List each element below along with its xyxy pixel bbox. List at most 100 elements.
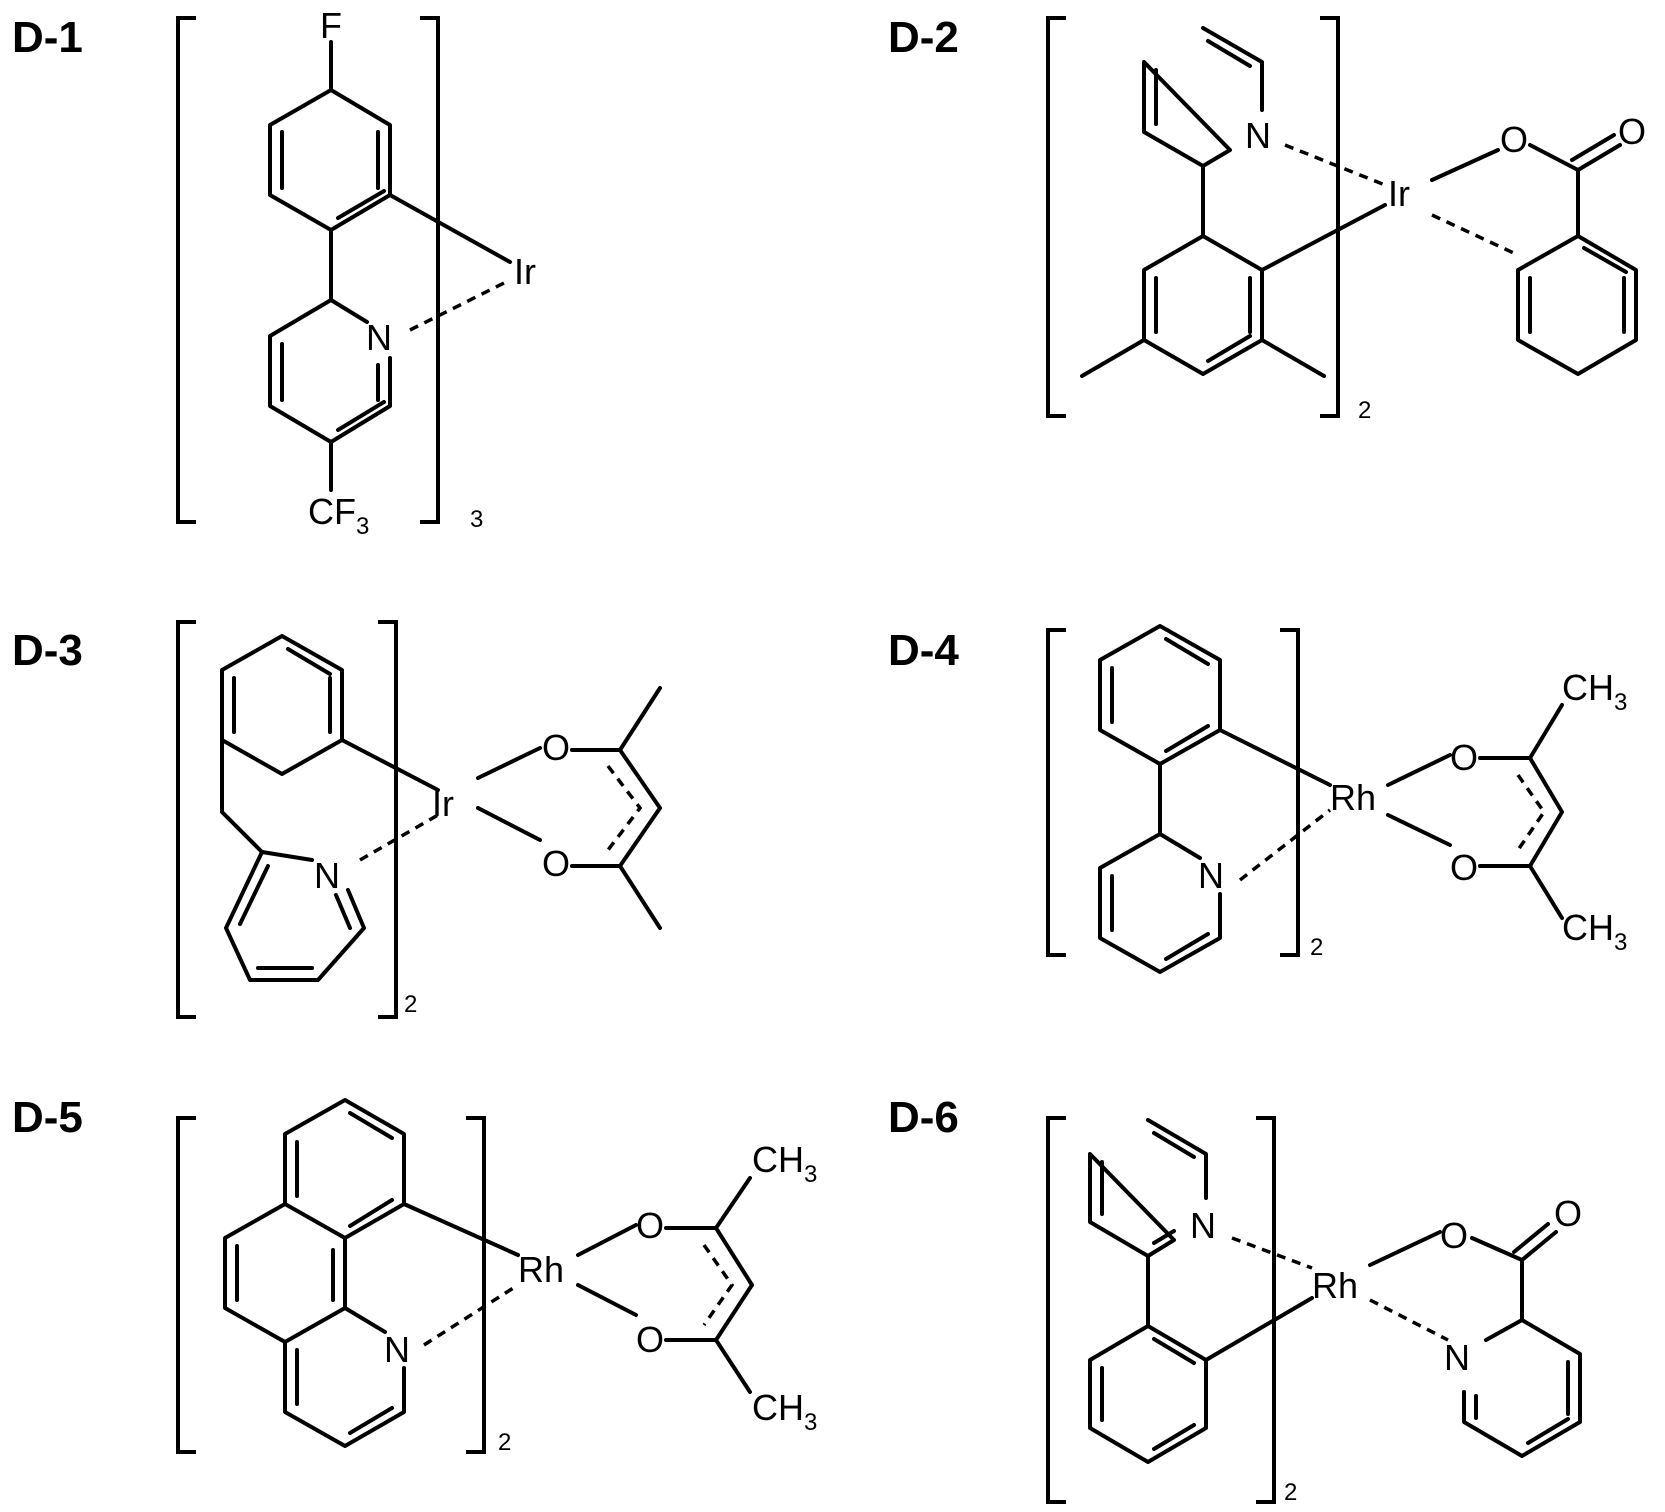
benzene-ring <box>1100 626 1220 764</box>
right-bracket <box>466 1118 484 1452</box>
carbonyl-double-bond <box>1572 135 1620 170</box>
rhodium-atom: Rh <box>518 1249 564 1290</box>
right-bracket <box>1256 1118 1274 1502</box>
benzene-ring <box>285 1100 404 1238</box>
rh-n-coordination <box>424 1285 518 1345</box>
benzene-ring <box>1090 1326 1206 1462</box>
methyl-bond <box>1530 705 1562 758</box>
benzene-ring <box>270 90 390 230</box>
rh-c-bond <box>404 1204 518 1255</box>
compound-d2: D-2 2 N Ir O O <box>888 13 1646 424</box>
ester-bond <box>1530 145 1578 170</box>
nitrogen-atom: N <box>366 317 392 358</box>
left-bracket <box>1048 630 1066 955</box>
left-bracket <box>1048 18 1066 416</box>
nitrogen-atom: N <box>1198 855 1224 896</box>
compound-label-d6: D-6 <box>888 1093 959 1142</box>
ir-n-coordination <box>410 280 510 330</box>
methyl-bond <box>620 866 660 928</box>
ir-n-coordination <box>1285 145 1385 185</box>
ir-n-coordination <box>360 815 438 860</box>
benzene-ring <box>222 636 342 774</box>
iridium-atom: Ir <box>1388 173 1410 214</box>
iridium-atom: Ir <box>432 783 454 824</box>
rh-c-bond <box>1220 730 1330 785</box>
oxygen-atom: O <box>636 1205 664 1246</box>
aromatic-double-bond <box>336 895 350 928</box>
ir-c-bond <box>1262 205 1385 270</box>
compound-label-d2: D-2 <box>888 13 959 62</box>
acac-delocalization <box>1518 775 1544 850</box>
compound-label-d3: D-3 <box>12 626 83 675</box>
methyl-group: CH3 <box>1562 667 1627 716</box>
rh-n-coordination <box>1240 810 1330 880</box>
acac-delocalization <box>704 1245 732 1325</box>
methyl-bond <box>620 688 660 750</box>
oxygen-atom: O <box>542 727 570 768</box>
methyl-bond <box>716 1340 750 1392</box>
nitrogen-atom: N <box>1245 115 1271 156</box>
pyridine-ring <box>1090 1120 1206 1256</box>
rhodium-atom: Rh <box>1330 777 1376 818</box>
ligand-count: 3 <box>470 506 483 533</box>
left-bracket <box>1048 1118 1066 1502</box>
right-bracket <box>378 622 396 1017</box>
ir-o-bond <box>478 808 540 840</box>
methyl-group: CH3 <box>1562 907 1627 956</box>
methyl-bond <box>1082 340 1144 376</box>
oxygen-atom: O <box>1450 737 1478 778</box>
iridium-atom: Ir <box>514 251 536 292</box>
ligand-count: 2 <box>498 1429 511 1456</box>
benzene-ring <box>1144 236 1262 374</box>
carbonyl-oxygen: O <box>1554 1193 1582 1234</box>
methyl-bond <box>1262 340 1324 376</box>
oxygen-atom: O <box>542 843 570 884</box>
right-bracket <box>1320 18 1338 416</box>
oxygen-atom: O <box>1440 1215 1468 1256</box>
fluorine-atom: F <box>320 5 342 46</box>
nitrogen-atom: N <box>1190 1205 1216 1246</box>
rhodium-atom: Rh <box>1312 1265 1358 1306</box>
oxygen-atom: O <box>1450 847 1478 888</box>
compound-label-d5: D-5 <box>12 1093 83 1142</box>
nitrogen-atom: N <box>314 855 340 896</box>
rh-o-bond <box>578 1285 636 1315</box>
acac-backbone <box>666 1228 752 1340</box>
methyl-group: CH3 <box>752 1139 817 1188</box>
ir-o-bond <box>478 748 540 778</box>
ligand-count: 2 <box>1310 934 1323 961</box>
nitrogen-atom: N <box>1444 1337 1470 1378</box>
methyl-bond <box>716 1178 750 1228</box>
central-ring <box>225 1204 345 1342</box>
compound-d1: D-1 3 F N CF3 Ir <box>12 5 536 540</box>
acac-backbone <box>572 750 660 866</box>
compound-label-d4: D-4 <box>888 626 959 675</box>
left-bracket <box>178 18 196 522</box>
ligand-count: 2 <box>1284 1479 1297 1506</box>
benzene-ring <box>1518 236 1636 374</box>
carbonyl-double-bond <box>1514 1224 1556 1260</box>
compound-d6: D-6 2 N Rh O O N <box>888 1093 1582 1506</box>
right-bracket <box>1280 630 1298 955</box>
ligand-count: 2 <box>1358 397 1371 424</box>
left-bracket <box>178 622 196 1017</box>
compound-label-d1: D-1 <box>12 13 83 62</box>
rh-o-bond <box>1388 755 1450 785</box>
methylene-bridge <box>222 740 262 852</box>
oxygen-atom: O <box>636 1319 664 1360</box>
ir-c-coordination <box>1432 215 1518 255</box>
compound-d3: D-3 2 N Ir O O <box>12 622 660 1018</box>
nitrogen-atom: N <box>384 1329 410 1370</box>
cf3-group: CF3 <box>308 491 369 540</box>
acac-delocalization <box>608 766 640 850</box>
methyl-group: CH3 <box>752 1387 817 1436</box>
rh-o-bond <box>1388 815 1450 845</box>
right-bracket <box>420 18 438 522</box>
ir-c-bond <box>390 195 510 262</box>
compound-d5: D-5 2 N Rh O O CH3 CH3 <box>12 1093 817 1456</box>
rh-n-coordination <box>1370 1300 1448 1340</box>
ligand-count: 2 <box>404 991 417 1018</box>
acac-backbone <box>1480 758 1562 866</box>
rh-o-bond <box>1370 1232 1440 1265</box>
